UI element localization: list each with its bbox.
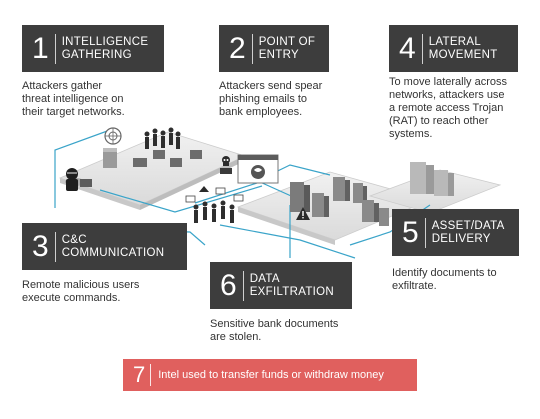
step-title: C&C COMMUNICATION <box>61 233 165 259</box>
step-title: INTELLIGENCE GATHERING <box>61 35 149 61</box>
step-divider <box>251 33 253 64</box>
step-divider <box>54 33 56 64</box>
step-3-box: 3 C&C COMMUNICATION <box>22 223 187 270</box>
step-1-description: Attackers gather threat intelligence on … <box>22 80 125 118</box>
step-title: ASSET/DATA DELIVERY <box>431 219 505 245</box>
browser-window-icon <box>237 154 279 184</box>
step-divider <box>150 364 152 386</box>
step-title: POINT OF ENTRY <box>258 35 316 61</box>
step-divider <box>242 270 244 301</box>
step-7-banner: 7 Intel used to transfer funds or withdr… <box>123 359 417 391</box>
server-rack-right <box>410 162 454 196</box>
step-title: LATERAL MOVEMENT <box>428 35 498 61</box>
office-workstations <box>103 148 202 168</box>
step-title: DATA EXFILTRATION <box>249 272 335 298</box>
step-number: 2 <box>229 31 246 65</box>
connector-line <box>99 185 263 213</box>
step-number: 6 <box>220 268 237 302</box>
step-divider <box>421 33 423 64</box>
step-1-box: 1 INTELLIGENCE GATHERING <box>22 25 164 72</box>
skull-icon <box>220 156 232 174</box>
step-7-text: Intel used to transfer funds or withdraw… <box>158 369 384 381</box>
step-number: 7 <box>133 362 146 387</box>
server-icon <box>290 177 389 226</box>
phishing-targets <box>193 200 235 223</box>
step-2-box: 2 POINT OF ENTRY <box>219 25 329 72</box>
step-5-box: 5 ASSET/DATA DELIVERY <box>392 209 519 256</box>
step-number: 4 <box>399 31 416 65</box>
step-4-description: To move laterally across networks, attac… <box>389 76 507 140</box>
step-divider <box>54 231 56 262</box>
warning-icon <box>296 207 310 220</box>
connector-line <box>54 129 111 208</box>
platform-left <box>58 131 247 210</box>
step-2-description: Attackers send spear phishing emails to … <box>219 80 323 118</box>
step-6-box: 6 DATA EXFILTRATION <box>210 262 352 309</box>
step-3-description: Remote malicious users execute commands. <box>22 279 140 304</box>
step-5-description: Identify documents to exfiltrate. <box>392 267 497 292</box>
step-divider <box>424 217 426 248</box>
employees-group <box>144 127 181 149</box>
step-number: 5 <box>402 215 419 249</box>
step-4-box: 4 LATERAL MOVEMENT <box>389 25 518 72</box>
step-number: 1 <box>32 31 49 65</box>
hacker-icon <box>65 168 92 191</box>
connector-line <box>219 224 356 259</box>
envelope-icon <box>185 186 244 203</box>
step-6-description: Sensitive bank documents are stolen. <box>210 318 339 343</box>
step-number: 3 <box>32 229 49 263</box>
target-icon <box>104 127 122 145</box>
